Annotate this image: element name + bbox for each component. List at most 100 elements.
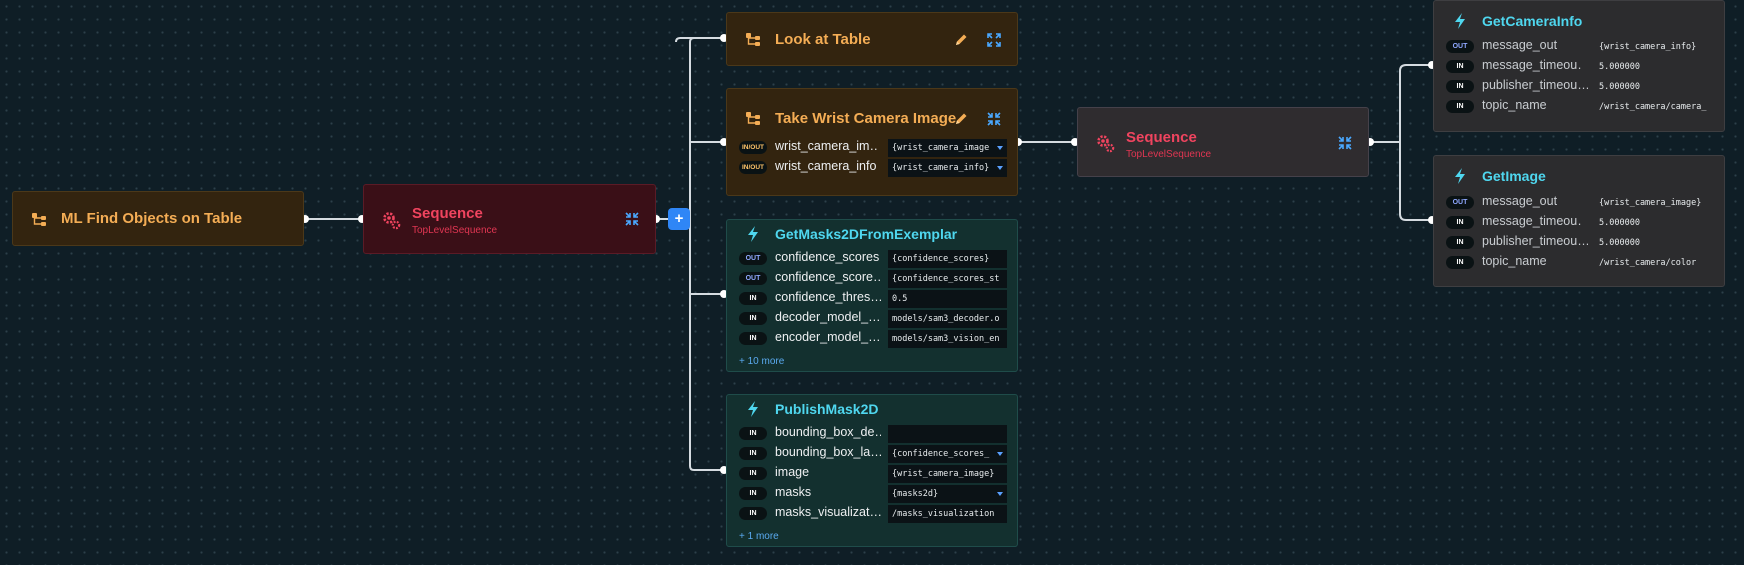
- port-name: wrist_camera_im…: [775, 139, 879, 153]
- port-value-dropdown[interactable]: {wrist_camera_info}: [888, 159, 1007, 177]
- node-take-wrist-camera-image[interactable]: Take Wrist Camera Image IN/OUT wrist_cam…: [726, 88, 1018, 196]
- port-direction-badge: IN: [739, 467, 767, 480]
- port-name: confidence_scores: [775, 250, 880, 264]
- dropdown-caret-icon[interactable]: [997, 146, 1003, 150]
- port-row: OUT message_out {wrist_camera_info}: [1434, 38, 1724, 56]
- port-name: message_timeou…: [1482, 58, 1582, 72]
- port-value-field[interactable]: 5.000000: [1599, 82, 1640, 92]
- port-name: bounding_box_de…: [775, 425, 881, 439]
- port-direction-badge: IN: [739, 447, 767, 460]
- collapse-icon[interactable]: [1337, 135, 1353, 151]
- port-row: OUT message_out {wrist_camera_image}: [1434, 194, 1724, 212]
- port-row: IN publisher_timeou… 5.000000: [1434, 234, 1724, 252]
- subtree-icon: [32, 213, 46, 226]
- port-name: publisher_timeou…: [1482, 78, 1588, 92]
- collapse-icon[interactable]: [624, 211, 640, 227]
- node-title: PublishMask2D: [775, 401, 879, 417]
- port-direction-badge: IN: [739, 332, 767, 345]
- port-value-field[interactable]: /wrist_camera/color: [1599, 258, 1697, 268]
- port-value-field[interactable]: {wrist_camera_image}: [888, 465, 1007, 483]
- port-value-field[interactable]: {wrist_camera_info}: [1599, 42, 1697, 52]
- lightning-icon: [1455, 168, 1465, 184]
- node-get-image[interactable]: GetImage OUT message_out {wrist_camera_i…: [1433, 155, 1725, 287]
- node-title: GetMasks2DFromExemplar: [775, 226, 958, 242]
- port-value-field[interactable]: {wrist_camera_image}: [1599, 198, 1702, 208]
- port-direction-badge: IN: [1446, 100, 1474, 113]
- dropdown-caret-icon[interactable]: [997, 166, 1003, 170]
- edit-icon[interactable]: [953, 111, 969, 127]
- edit-icon[interactable]: [953, 32, 969, 48]
- add-child-button[interactable]: +: [668, 208, 690, 230]
- port-direction-badge: IN: [1446, 80, 1474, 93]
- port-name: confidence_thres…: [775, 290, 881, 304]
- node-get-masks-2d-from-exemplar[interactable]: GetMasks2DFromExemplar OUT confidence_sc…: [726, 219, 1018, 372]
- port-value-field[interactable]: {confidence_scores_st: [888, 270, 1007, 288]
- subtree-icon: [746, 112, 760, 125]
- node-sequence-sub[interactable]: Sequence TopLevelSequence: [1077, 107, 1369, 177]
- edge-subsequence-trunk: [1370, 64, 1432, 221]
- port-direction-badge: IN: [739, 427, 767, 440]
- more-ports-link[interactable]: + 1 more: [739, 531, 779, 542]
- node-title: Look at Table: [775, 31, 871, 48]
- node-sequence-main[interactable]: Sequence TopLevelSequence: [363, 184, 656, 254]
- port-direction-badge: OUT: [1446, 196, 1474, 209]
- port-direction-badge: IN: [739, 487, 767, 500]
- port-name: message_out: [1482, 38, 1558, 52]
- port-row: IN message_timeou… 5.000000: [1434, 214, 1724, 232]
- port-value-field[interactable]: /masks_visualization: [888, 505, 1007, 523]
- node-title: Sequence: [412, 205, 483, 222]
- lightning-icon: [748, 401, 758, 417]
- dropdown-caret-icon[interactable]: [997, 452, 1003, 456]
- node-publish-mask-2d[interactable]: PublishMask2D IN bounding_box_de… IN bou…: [726, 394, 1018, 547]
- node-subtitle: TopLevelSequence: [1126, 149, 1212, 160]
- port-value-field[interactable]: 5.000000: [1599, 62, 1640, 72]
- port-direction-badge: IN: [1446, 236, 1474, 249]
- subtree-icon: [746, 33, 760, 46]
- port-name: topic_name: [1482, 98, 1547, 112]
- port-row: IN bounding_box_la… {confidence_scores_: [727, 445, 1017, 463]
- port-value-field[interactable]: models/sam3_vision_en: [888, 330, 1007, 348]
- port-value-field[interactable]: 0.5: [888, 290, 1007, 308]
- port-value-field[interactable]: 5.000000: [1599, 218, 1640, 228]
- port-row: IN encoder_model_… models/sam3_vision_en: [727, 330, 1017, 348]
- port-name: confidence_score…: [775, 270, 881, 284]
- more-ports-link[interactable]: + 10 more: [739, 356, 785, 367]
- port-value-dropdown[interactable]: {confidence_scores_: [888, 445, 1007, 463]
- port-direction-badge: OUT: [739, 252, 767, 265]
- port-row: OUT confidence_scores {confidence_scores…: [727, 250, 1017, 268]
- port-value-field[interactable]: {confidence_scores}: [888, 250, 1007, 268]
- collapse-icon[interactable]: [986, 111, 1002, 127]
- port-value-field[interactable]: 5.000000: [1599, 238, 1640, 248]
- dropdown-caret-icon[interactable]: [997, 492, 1003, 496]
- node-ml-find-objects[interactable]: ML Find Objects on Table: [12, 191, 304, 246]
- port-direction-badge: IN: [739, 507, 767, 520]
- port-row: IN/OUT wrist_camera_im… {wrist_camera_im…: [727, 139, 1017, 157]
- gears-icon: [383, 212, 401, 230]
- port-row: IN publisher_timeou… 5.000000: [1434, 78, 1724, 96]
- port-name: topic_name: [1482, 254, 1547, 268]
- port-row: IN topic_name /wrist_camera/camera_: [1434, 98, 1724, 116]
- port-row: IN image {wrist_camera_image}: [727, 465, 1017, 483]
- node-look-at-table[interactable]: Look at Table: [726, 12, 1018, 66]
- port-value-dropdown[interactable]: {wrist_camera_image: [888, 139, 1007, 157]
- port-direction-badge: IN: [1446, 60, 1474, 73]
- port-value-field[interactable]: models/sam3_decoder.o: [888, 310, 1007, 328]
- port-value-field[interactable]: [888, 425, 1007, 443]
- node-title: GetImage: [1482, 168, 1546, 184]
- port-value-dropdown[interactable]: {masks2d}: [888, 485, 1007, 503]
- port-name: masks: [775, 485, 812, 499]
- node-get-camera-info[interactable]: GetCameraInfo OUT message_out {wrist_cam…: [1433, 0, 1725, 132]
- node-subtitle: TopLevelSequence: [412, 225, 498, 236]
- gears-icon: [1097, 135, 1115, 153]
- port-direction-badge: IN/OUT: [739, 161, 767, 174]
- port-value-field[interactable]: /wrist_camera/camera_: [1599, 102, 1707, 112]
- port-row: IN decoder_model_… models/sam3_decoder.o: [727, 310, 1017, 328]
- port-row: IN/OUT wrist_camera_info {wrist_camera_i…: [727, 159, 1017, 177]
- port-name: encoder_model_…: [775, 330, 881, 344]
- node-title: Sequence: [1126, 129, 1197, 146]
- port-direction-badge: OUT: [739, 272, 767, 285]
- port-name: wrist_camera_info: [775, 159, 877, 173]
- port-name: image: [775, 465, 810, 479]
- expand-icon[interactable]: [986, 32, 1002, 48]
